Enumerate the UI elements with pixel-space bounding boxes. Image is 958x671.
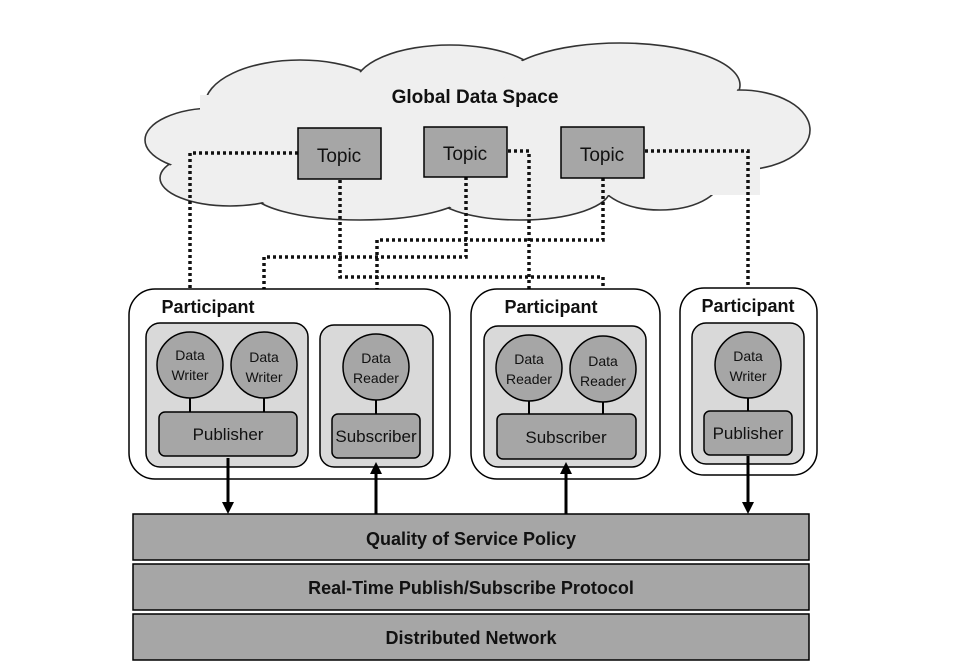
- publisher-1: Publisher: [158, 411, 298, 457]
- data-reader-3-line1: Data: [588, 353, 618, 369]
- subscriber-1-label: Subscriber: [335, 427, 417, 446]
- participant-1-label: Participant: [161, 297, 254, 317]
- data-writer-3-line2: Writer: [729, 368, 766, 384]
- data-writer-1-line1: Data: [175, 347, 205, 363]
- data-reader-1-line2: Reader: [353, 370, 399, 386]
- data-reader-2: Data Reader: [495, 334, 563, 402]
- topic-1: Topic: [297, 127, 382, 180]
- rtps-layer-label: Real-Time Publish/Subscribe Protocol: [308, 578, 634, 598]
- data-flow-arrows: [222, 456, 754, 514]
- topic-3: Topic: [560, 126, 645, 179]
- data-reader-1: Data Reader: [342, 333, 410, 401]
- data-writer-1-line2: Writer: [171, 367, 208, 383]
- qos-layer-label: Quality of Service Policy: [366, 529, 576, 549]
- topic-1-label: Topic: [317, 146, 361, 167]
- topic-2: Topic: [423, 126, 508, 178]
- rtps-layer: Real-Time Publish/Subscribe Protocol: [132, 563, 810, 611]
- network-layer: Distributed Network: [132, 613, 810, 661]
- data-writer-3-line1: Data: [733, 348, 763, 364]
- data-reader-3-line2: Reader: [580, 373, 626, 389]
- network-layer-label: Distributed Network: [385, 628, 557, 648]
- data-writer-2: Data Writer: [230, 331, 298, 399]
- participant-3-label: Participant: [701, 296, 794, 316]
- topic-3-label: Topic: [580, 145, 624, 166]
- participant-2: Participant Data Reader Data Reader Subs…: [470, 288, 661, 480]
- data-writer-3: Data Writer: [714, 331, 782, 399]
- data-reader-2-line2: Reader: [506, 371, 552, 387]
- subscriber-2-label: Subscriber: [525, 428, 607, 447]
- data-writer-2-line2: Writer: [245, 369, 282, 385]
- data-reader-1-line1: Data: [361, 350, 391, 366]
- data-writer-2-line1: Data: [249, 349, 279, 365]
- publisher-2: Publisher: [703, 410, 793, 456]
- topic-2-label: Topic: [443, 144, 487, 165]
- participant-1: Participant Data Writer Data Writer Data…: [128, 288, 451, 480]
- participant-2-label: Participant: [504, 297, 597, 317]
- subscriber-2: Subscriber: [496, 413, 637, 460]
- cloud-title: Global Data Space: [392, 87, 559, 108]
- data-writer-1: Data Writer: [156, 331, 224, 399]
- participant-3: Participant Data Writer Publisher: [679, 287, 818, 476]
- data-reader-2-line1: Data: [514, 351, 544, 367]
- publisher-1-label: Publisher: [193, 425, 264, 444]
- data-reader-3: Data Reader: [569, 335, 637, 403]
- publisher-2-label: Publisher: [713, 424, 784, 443]
- subscriber-1: Subscriber: [331, 413, 421, 459]
- qos-layer: Quality of Service Policy: [132, 513, 810, 561]
